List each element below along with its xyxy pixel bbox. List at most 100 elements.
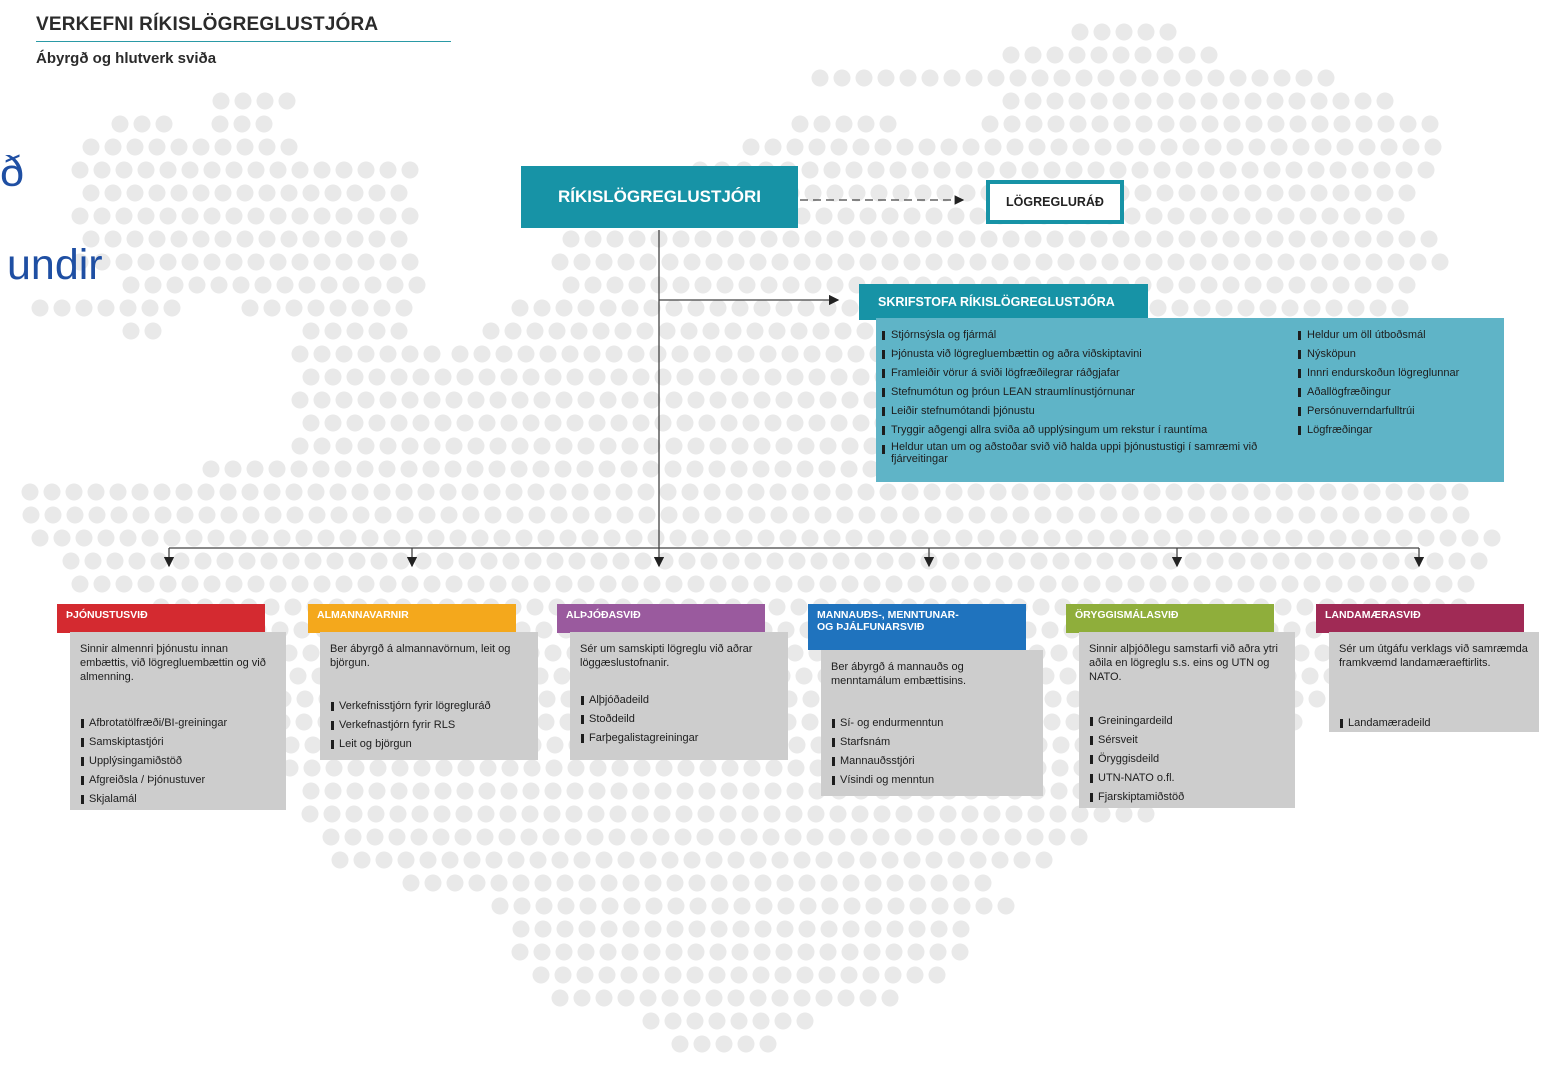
map-dot (627, 345, 645, 363)
map-dot (930, 874, 948, 892)
map-dot (351, 299, 369, 317)
map-dot (1288, 184, 1306, 202)
map-dot (709, 943, 727, 961)
map-dot (879, 115, 897, 133)
map-dot (501, 759, 519, 777)
map-dot (1336, 138, 1354, 156)
map-dot (236, 230, 254, 248)
map-dot (544, 782, 562, 800)
map-dot (511, 391, 529, 409)
map-dot (402, 874, 420, 892)
map-dot (675, 805, 693, 823)
map-dot (1024, 230, 1042, 248)
map-dot (1013, 851, 1031, 869)
map-dot (603, 529, 621, 547)
map-dot (832, 552, 850, 570)
map-dot (1395, 161, 1413, 179)
map-dot (749, 989, 767, 1007)
map-dot (797, 299, 815, 317)
map-dot (225, 207, 243, 225)
map-dot (848, 184, 866, 202)
map-dot (1093, 805, 1111, 823)
map-dot (845, 529, 863, 547)
map-dot (1266, 92, 1284, 110)
division-panel: Ber ábyrgð á almannavörnum, leit og björ… (320, 632, 538, 760)
map-dot (379, 575, 397, 593)
map-dot (1043, 529, 1061, 547)
map-dot (903, 253, 921, 271)
map-dot (1251, 69, 1269, 87)
map-dot (886, 920, 904, 938)
map-dot (843, 897, 861, 915)
map-dot (155, 115, 173, 133)
map-dot (1294, 552, 1312, 570)
map-dot (163, 299, 181, 317)
map-dot (390, 322, 408, 340)
map-dot (969, 851, 987, 869)
map-dot (1241, 529, 1259, 547)
map-dot (256, 92, 274, 110)
map-dot (903, 207, 921, 225)
map-dot (1156, 184, 1174, 202)
map-dot (192, 138, 210, 156)
map-dot (203, 161, 221, 179)
map-dot (852, 138, 870, 156)
map-dot (814, 506, 832, 524)
map-dot (746, 322, 764, 340)
map-dot (444, 460, 462, 478)
map-dot (1430, 506, 1448, 524)
map-dot (609, 805, 627, 823)
map-dot (680, 322, 698, 340)
map-dot (1189, 253, 1207, 271)
map-dot (791, 483, 809, 501)
map-dot (317, 529, 335, 547)
map-dot (1122, 506, 1140, 524)
map-dot (326, 552, 344, 570)
map-dot (1039, 575, 1057, 593)
map-dot (211, 115, 229, 133)
map-dot (285, 299, 303, 317)
map-dot (351, 483, 369, 501)
map-dot (511, 299, 529, 317)
map-dot (705, 989, 723, 1007)
map-dot (207, 529, 225, 547)
map-dot (775, 299, 793, 317)
map-dot (1424, 138, 1442, 156)
map-dot (841, 391, 859, 409)
division-panel: Sinnir almennri þjónustu innan embættis,… (70, 632, 286, 810)
division-panel: Ber ábyrgð á mannauðs og menntamálum emb… (821, 650, 1043, 796)
map-dot (1090, 92, 1108, 110)
map-dot (601, 897, 619, 915)
map-dot (797, 575, 815, 593)
map-dot (1188, 506, 1206, 524)
map-dot (633, 759, 651, 777)
map-dot (418, 506, 436, 524)
map-dot (799, 897, 817, 915)
map-dot (335, 437, 353, 455)
map-dot (1105, 575, 1123, 593)
map-dot (329, 483, 347, 501)
map-dot (584, 230, 602, 248)
map-dot (1483, 529, 1501, 547)
map-dot (907, 943, 925, 961)
map-dot (538, 690, 556, 708)
map-dot (1197, 161, 1215, 179)
map-dot (1050, 644, 1068, 662)
map-dot (115, 253, 133, 271)
map-dot (1431, 253, 1449, 271)
map-dot (807, 805, 825, 823)
map-dot (1228, 552, 1246, 570)
map-dot (606, 276, 624, 294)
map-dot (456, 414, 474, 432)
map-dot (977, 161, 995, 179)
map-dot (665, 437, 683, 455)
map-dot (947, 207, 965, 225)
map-dot (815, 253, 833, 271)
map-dot (573, 253, 591, 271)
map-dot (313, 207, 331, 225)
map-dot (1043, 161, 1061, 179)
map-dot (1134, 230, 1152, 248)
map-dot (390, 230, 408, 248)
map-dot (291, 575, 309, 593)
map-dot (911, 161, 929, 179)
